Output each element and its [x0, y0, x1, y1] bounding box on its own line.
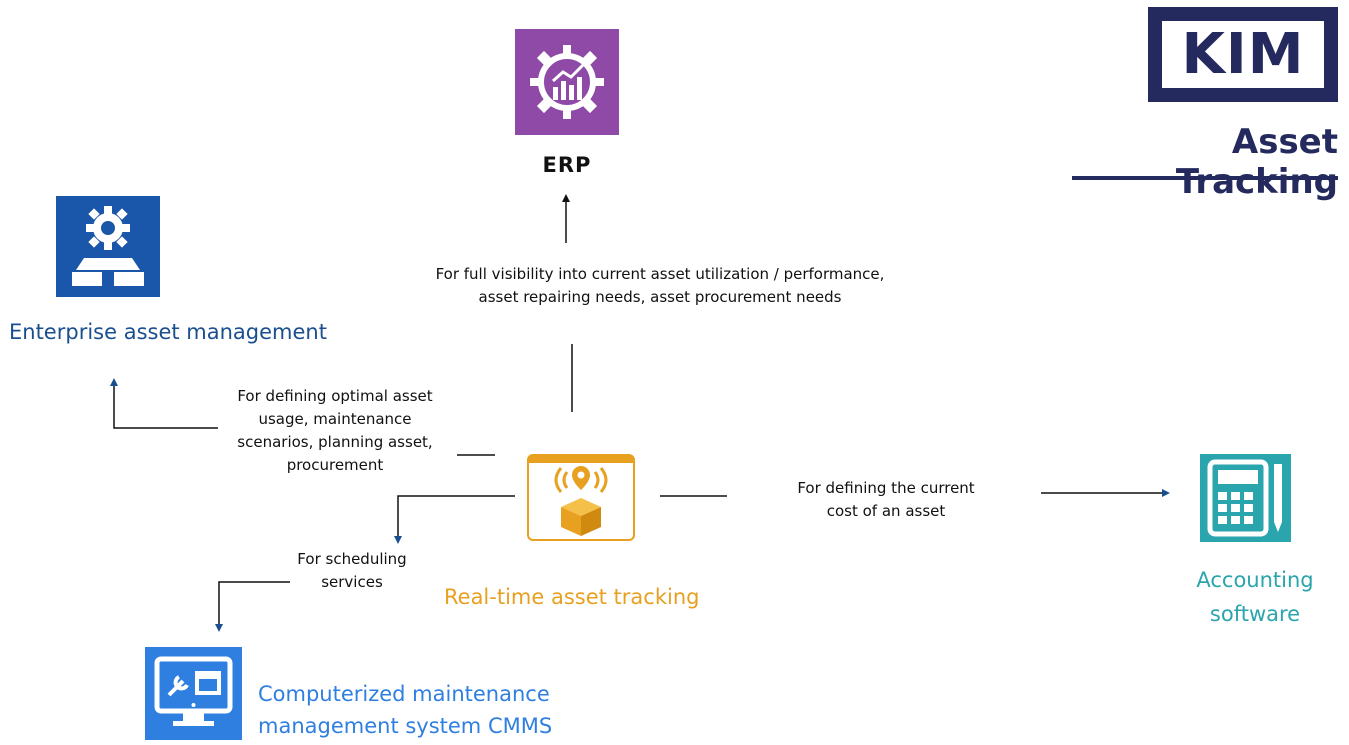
cmms-edge-label: For scheduling services — [272, 548, 432, 594]
eam-label: Enterprise asset management — [9, 320, 327, 344]
erp-node-icon — [515, 29, 619, 135]
logo-underline — [1072, 176, 1338, 180]
monitor-tools-icon — [154, 656, 233, 726]
location-box-icon — [554, 466, 608, 536]
kim-logo: KIM — [1148, 7, 1338, 102]
eam-edge-label: For defining optimal asset usage, mainte… — [210, 385, 460, 477]
eam-node-icon — [56, 196, 160, 297]
accounting-edge-label-line1: For defining the current — [797, 479, 975, 497]
cmms-edge-label-line2: services — [321, 573, 383, 591]
kim-logo-text: KIM — [1181, 22, 1305, 87]
gear-users-icon — [72, 206, 144, 286]
accounting-node-icon — [1200, 454, 1291, 542]
accounting-edge-label-line2: cost of an asset — [826, 502, 946, 520]
rtat-node-icon — [527, 454, 635, 541]
cmms-connector-upper — [394, 495, 515, 544]
erp-edge-label: For full visibility into current asset u… — [340, 263, 980, 309]
eam-connector-arrow — [110, 378, 218, 429]
cmms-label-line1: Computerized maintenance — [258, 682, 550, 706]
accounting-label-line1: Accounting — [1196, 568, 1314, 592]
accounting-label-line2: software — [1209, 602, 1301, 626]
eam-edge-label-line3: scenarios, planning asset, — [237, 433, 433, 451]
kim-logo-inner — [1162, 21, 1324, 88]
eam-edge-label-line2: usage, maintenance — [258, 410, 412, 428]
erp-edge-label-line1: For full visibility into current asset u… — [435, 265, 885, 283]
gear-chart-icon — [530, 45, 604, 119]
eam-edge-label-line4: procurement — [286, 456, 384, 474]
logo-subtitle: Asset Tracking — [1175, 122, 1338, 202]
cmms-edge-label-line1: For scheduling — [297, 550, 407, 568]
accounting-edge-label: For defining the current cost of an asse… — [756, 477, 1016, 523]
cmms-connector-lower — [215, 581, 290, 632]
erp-edge-label-line2: asset repairing needs, asset procurement… — [478, 288, 842, 306]
erp-label: ERP — [542, 153, 592, 177]
calculator-icon — [1207, 459, 1282, 537]
cmms-node-icon — [145, 647, 242, 740]
rtat-icon-topbar — [529, 456, 633, 463]
cmms-label-line2: management system CMMS — [258, 714, 553, 738]
eam-edge-label-line1: For defining optimal asset — [237, 387, 433, 405]
rtat-label: Real-time asset tracking — [444, 585, 700, 609]
